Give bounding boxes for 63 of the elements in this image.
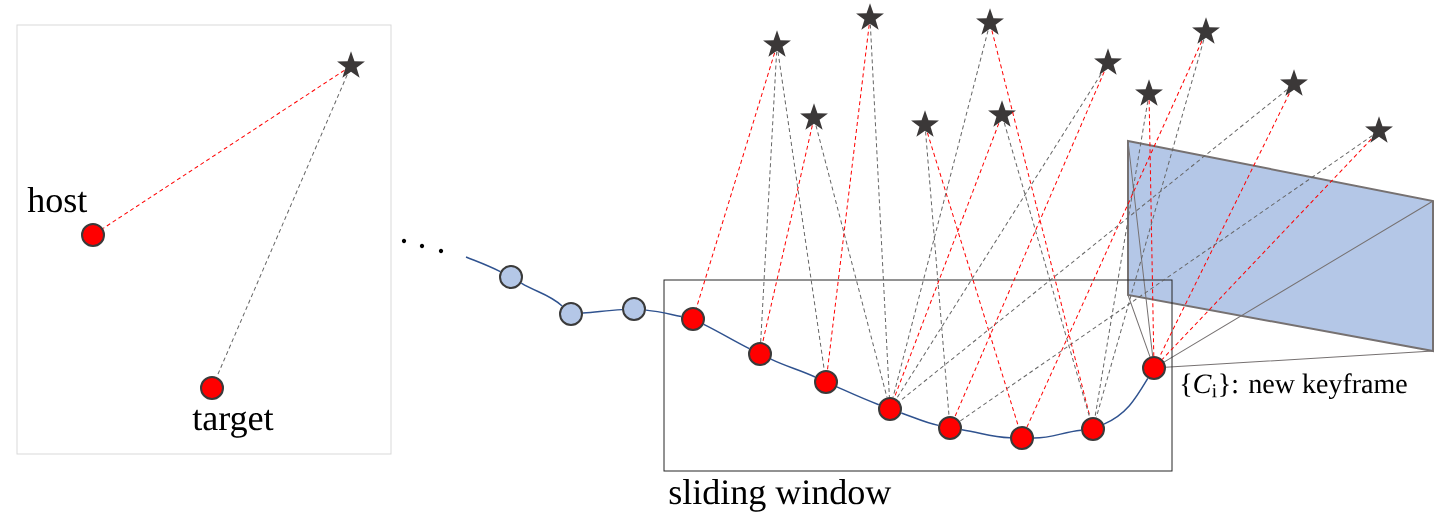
projection-line: [1026, 40, 1203, 428]
projection-line: [762, 124, 813, 343]
projection-line: [216, 74, 348, 378]
projection-line: [1094, 100, 1149, 418]
trajectory-curve: [900, 412, 940, 427]
projection-line: [102, 69, 345, 229]
star-marker: [800, 103, 828, 130]
star-marker: [1365, 116, 1393, 143]
keyframe-circle: [681, 307, 705, 331]
star-marker: [988, 100, 1016, 127]
trajectory-curve: [582, 308, 623, 314]
keyframe-circle: [748, 342, 772, 366]
point-label: target: [192, 409, 274, 438]
star-marker: [911, 110, 939, 137]
star-marker: [763, 30, 791, 57]
keyframe-circle: [1010, 426, 1034, 450]
trajectory-curve: [1103, 377, 1149, 425]
projection-line: [926, 132, 1019, 428]
projection-line: [893, 122, 1000, 399]
trajectory-curve: [465, 256, 502, 273]
trajectory-curve: [836, 386, 880, 406]
star-marker: [337, 51, 365, 78]
keyframe-label: {C$_{i}$}: new keyframe: [1181, 373, 1407, 400]
projection-line: [898, 89, 1288, 402]
trajectory-curve: [961, 429, 1011, 439]
star-marker: [976, 8, 1004, 35]
projection-line: [991, 30, 1091, 418]
projection-line: [959, 135, 1373, 422]
projection-line: [1003, 122, 1091, 418]
projection-line: [1161, 138, 1372, 360]
keyframe-circle: [814, 370, 838, 394]
trajectory-curve: [770, 358, 816, 378]
star-marker: [1192, 17, 1220, 44]
point-label: host: [27, 187, 88, 213]
keyframe-circle: [559, 302, 583, 326]
keyframe-circle: [622, 297, 646, 321]
keyframe-circle: [1081, 417, 1105, 441]
trajectory-curve: [520, 282, 563, 307]
projection-line: [696, 52, 776, 309]
keyframe-circle: [938, 416, 962, 440]
projection-line: [1158, 92, 1290, 358]
projection-line: [777, 51, 825, 371]
star-marker: [1135, 79, 1163, 106]
keyframe-circle: [878, 397, 902, 421]
star-marker: [856, 3, 884, 30]
panel-frame: [16, 24, 392, 455]
projection-line: [826, 24, 870, 371]
window-label: sliding window: [669, 479, 892, 512]
projection-line: [925, 131, 950, 417]
keyframe-circle: [499, 265, 523, 289]
projection-line: [869, 23, 890, 398]
trajectory-curve: [645, 309, 682, 318]
projection-line: [760, 50, 778, 343]
projection-line: [1148, 99, 1155, 357]
trajectory-curve: [1033, 429, 1082, 439]
projection-line: [954, 71, 1105, 418]
projection-line: [895, 73, 1102, 400]
projection-line: [815, 125, 888, 398]
projection-line: [1095, 39, 1205, 418]
star-marker: [1094, 48, 1122, 75]
projection-line: [892, 30, 989, 398]
star-marker: [1280, 69, 1308, 96]
trajectory-curve: [703, 323, 751, 350]
